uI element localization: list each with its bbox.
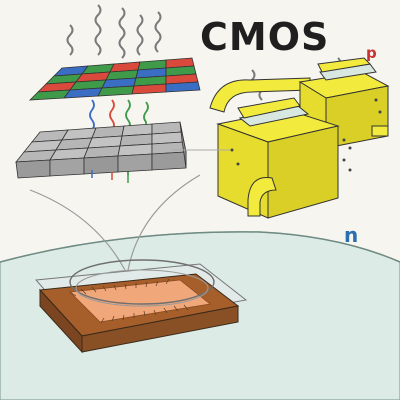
n-transistor-side: [267, 125, 339, 219]
wavy-light-ray-icon: [89, 99, 95, 165]
chip-package-side: [81, 305, 239, 353]
n-type-label: n: [344, 223, 358, 247]
cmos-transistor-pair: [209, 57, 390, 219]
zoom-callout: [29, 174, 201, 271]
filtered-light-rays: [89, 99, 149, 175]
n-transistor-gate: [237, 97, 301, 119]
cmos-title: CMOS: [200, 15, 329, 59]
sensor-die: [69, 279, 211, 323]
lens-ring: [69, 259, 215, 305]
wavy-light-ray-icon: [136, 14, 144, 56]
wavy-light-ray-icon: [109, 99, 115, 170]
ray-into-pixels: [91, 170, 129, 183]
pcb-board-edge: [0, 231, 400, 263]
wavy-light-ray-icon: [118, 7, 126, 59]
p-type-label: p: [366, 44, 377, 62]
pixel-array: [15, 121, 187, 179]
wavy-light-ray-icon: [66, 24, 74, 56]
wavy-light-ray-icon: [94, 4, 102, 56]
lens-ring-inner: [75, 269, 209, 307]
contact-dots: [230, 98, 382, 172]
p-transistor-gate: [317, 57, 372, 73]
wavy-light-ray-icon: [154, 11, 162, 53]
wavy-light-ray-icon: [143, 101, 149, 162]
p-contact-pipe: [371, 125, 389, 137]
n-contact-pipe: [247, 176, 277, 217]
sensor-chip-package: [34, 259, 248, 354]
bond-wires: [69, 278, 189, 324]
color-filter-array: [28, 57, 201, 101]
